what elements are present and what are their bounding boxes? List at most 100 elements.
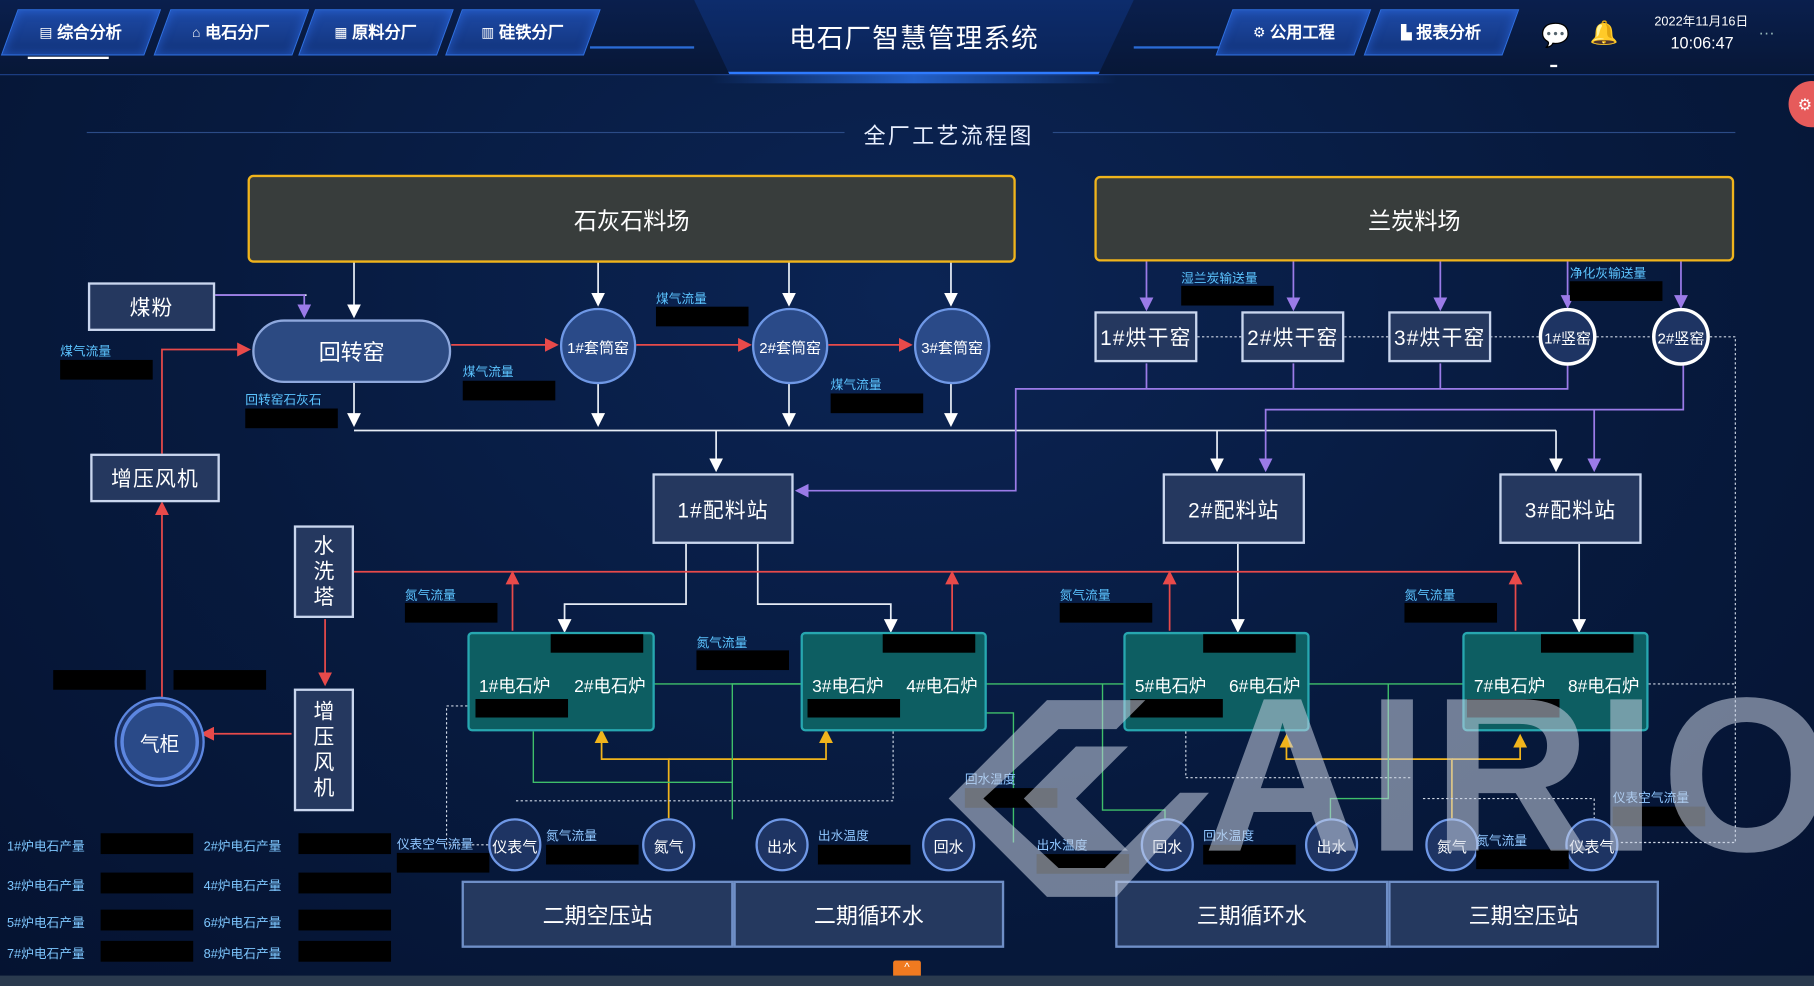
batching-station-3[interactable]: 3#配料站 xyxy=(1499,473,1642,544)
prod-value-7 xyxy=(100,940,194,962)
label-n2-flow-5: 氮气流量 xyxy=(546,829,597,844)
furnace-3-bottom-value xyxy=(1130,698,1223,718)
page-title: 电石厂智慧管理系统 xyxy=(788,23,1039,54)
furnace-4-label: 4#电石炉 xyxy=(906,677,978,697)
label-inst-air-flow-2: 仪表空气流量 xyxy=(1612,791,1690,806)
furnace-5-label: 5#电石炉 xyxy=(1134,677,1207,697)
shaft-kiln-2[interactable]: 2#竖窑 xyxy=(1652,307,1710,366)
phase3-air-station[interactable]: 三期空压站 xyxy=(1388,880,1659,948)
label-n2-flow-4: 氮气流量 xyxy=(1404,589,1456,603)
value-gas-flow-4 xyxy=(830,393,924,414)
lan-coal-yard[interactable]: 兰炭料场 xyxy=(1094,175,1735,262)
bottom-bar xyxy=(0,975,1814,986)
section-title: 全厂工艺流程图 xyxy=(863,124,1034,150)
prod-label-7: 7#炉电石产量 xyxy=(6,947,85,962)
sleeve-kiln-1[interactable]: 1#套筒窑 xyxy=(559,307,637,385)
value-rotary-lime xyxy=(245,408,338,429)
sleeve-kiln-2[interactable]: 2#套筒窑 xyxy=(751,307,829,385)
prod-label-2: 2#炉电石产量 xyxy=(203,840,282,855)
value-gas-flow-1 xyxy=(60,359,153,380)
instrument-air-left[interactable]: 仪表气 xyxy=(488,818,542,872)
booster-fan-char-4: 机 xyxy=(313,776,335,800)
outlet-water-left[interactable]: 出水 xyxy=(755,818,809,872)
gas-holder[interactable]: 气柜 xyxy=(120,702,199,782)
bell-icon[interactable]: 🔔 xyxy=(1589,20,1619,47)
phase2-air-station[interactable]: 二期空压站 xyxy=(461,880,734,948)
wash-tower-char-1: 水 xyxy=(313,534,335,558)
label-gas-flow-4: 煤气流量 xyxy=(830,378,882,393)
phase2-circulating-water[interactable]: 二期循环水 xyxy=(733,880,1005,948)
furnace-8-label: 8#电石炉 xyxy=(1567,677,1640,697)
batching-station-1[interactable]: 1#配料站 xyxy=(652,473,794,544)
coal-powder-box[interactable]: 煤粉 xyxy=(87,282,216,331)
clock-date: 2022年11月16日 xyxy=(1654,15,1749,29)
limestone-yard[interactable]: 石灰石料场 xyxy=(247,174,1016,263)
prod-label-4: 4#炉电石产量 xyxy=(203,879,282,894)
clock-time: 10:06:47 xyxy=(1670,33,1734,53)
label-gas-flow-1: 煤气流量 xyxy=(60,344,112,359)
nitrogen-right[interactable]: 氮气 xyxy=(1425,818,1479,872)
booster-fan-top[interactable]: 增压风机 xyxy=(90,453,220,503)
message-icon[interactable]: 💬 xyxy=(1540,23,1570,49)
phase3-circulating-water[interactable]: 三期循环水 xyxy=(1115,880,1389,948)
value-gas-flow-3 xyxy=(655,306,749,327)
label-clean-ash: 净化灰输送量 xyxy=(1569,267,1647,282)
sleeve-kiln-3[interactable]: 3#套筒窑 xyxy=(913,307,991,385)
collapse-up-icon[interactable]: ^ xyxy=(893,960,921,977)
dryer-1[interactable]: 1#烘干窑 xyxy=(1094,311,1198,363)
wash-tower[interactable]: 水 洗 塔 xyxy=(293,525,355,618)
value-wet-lan xyxy=(1181,285,1274,306)
message-underline xyxy=(1550,64,1558,68)
furnace-4-bottom-value xyxy=(1466,698,1560,718)
booster-fan-char-3: 风 xyxy=(313,751,335,775)
title-panel xyxy=(694,0,1134,75)
prod-value-4 xyxy=(298,872,392,894)
value-ret-temp-2 xyxy=(1203,844,1296,865)
return-water-left[interactable]: 回水 xyxy=(922,818,976,872)
label-wet-lan: 湿兰炭输送量 xyxy=(1181,271,1258,286)
more-icon[interactable]: ··· xyxy=(1758,23,1775,42)
value-clean-ash xyxy=(1569,281,1663,301)
prod-value-8 xyxy=(298,940,392,962)
value-n2-flow-6 xyxy=(1476,849,1569,870)
section-line-right xyxy=(1052,131,1736,134)
furnace-6-label: 6#电石炉 xyxy=(1228,677,1301,697)
value-n2-flow-2 xyxy=(696,650,789,671)
gas-holder-value-2 xyxy=(173,670,267,690)
value-n2-flow-5 xyxy=(546,844,639,865)
section-line-left xyxy=(86,131,845,134)
wash-tower-char-2: 洗 xyxy=(313,560,335,584)
value-inst-air-flow-2 xyxy=(1612,806,1706,827)
nitrogen-left[interactable]: 氮气 xyxy=(642,818,696,872)
label-n2-flow-1: 氮气流量 xyxy=(404,589,456,603)
furnace-3-top-value xyxy=(1203,634,1296,653)
outlet-water-right[interactable]: 出水 xyxy=(1304,818,1359,872)
furnace-4-top-value xyxy=(1540,634,1634,653)
prod-value-1 xyxy=(100,833,194,855)
label-n2-flow-3: 氮气流量 xyxy=(1059,589,1111,603)
label-out-temp-1: 出水温度 xyxy=(817,829,869,844)
dryer-2[interactable]: 2#烘干窑 xyxy=(1241,311,1345,363)
dryer-3[interactable]: 3#烘干窑 xyxy=(1388,311,1492,363)
prod-label-8: 8#炉电石产量 xyxy=(203,947,282,962)
value-n2-flow-3 xyxy=(1059,602,1153,623)
instrument-air-right[interactable]: 仪表气 xyxy=(1565,818,1619,872)
gas-holder-value-1 xyxy=(53,670,146,690)
booster-fan-vertical[interactable]: 增 压 风 机 xyxy=(293,688,355,812)
shaft-kiln-1[interactable]: 1#竖窑 xyxy=(1538,307,1597,366)
prod-value-3 xyxy=(100,872,194,894)
wash-tower-char-3: 塔 xyxy=(313,585,335,609)
furnace-1-bottom-value xyxy=(475,698,569,718)
furnace-1-label: 1#电石炉 xyxy=(478,677,551,697)
title-deco-right xyxy=(1133,46,1227,76)
value-inst-air-flow xyxy=(396,852,490,873)
booster-fan-char-2: 压 xyxy=(313,725,335,749)
title-glow xyxy=(711,74,1117,84)
rotary-kiln[interactable]: 回转窑 xyxy=(252,319,452,384)
label-n2-flow-2: 氮气流量 xyxy=(696,636,748,651)
batching-station-2[interactable]: 2#配料站 xyxy=(1162,473,1305,544)
value-n2-flow-1 xyxy=(404,602,498,623)
value-gas-flow-2 xyxy=(462,380,556,401)
